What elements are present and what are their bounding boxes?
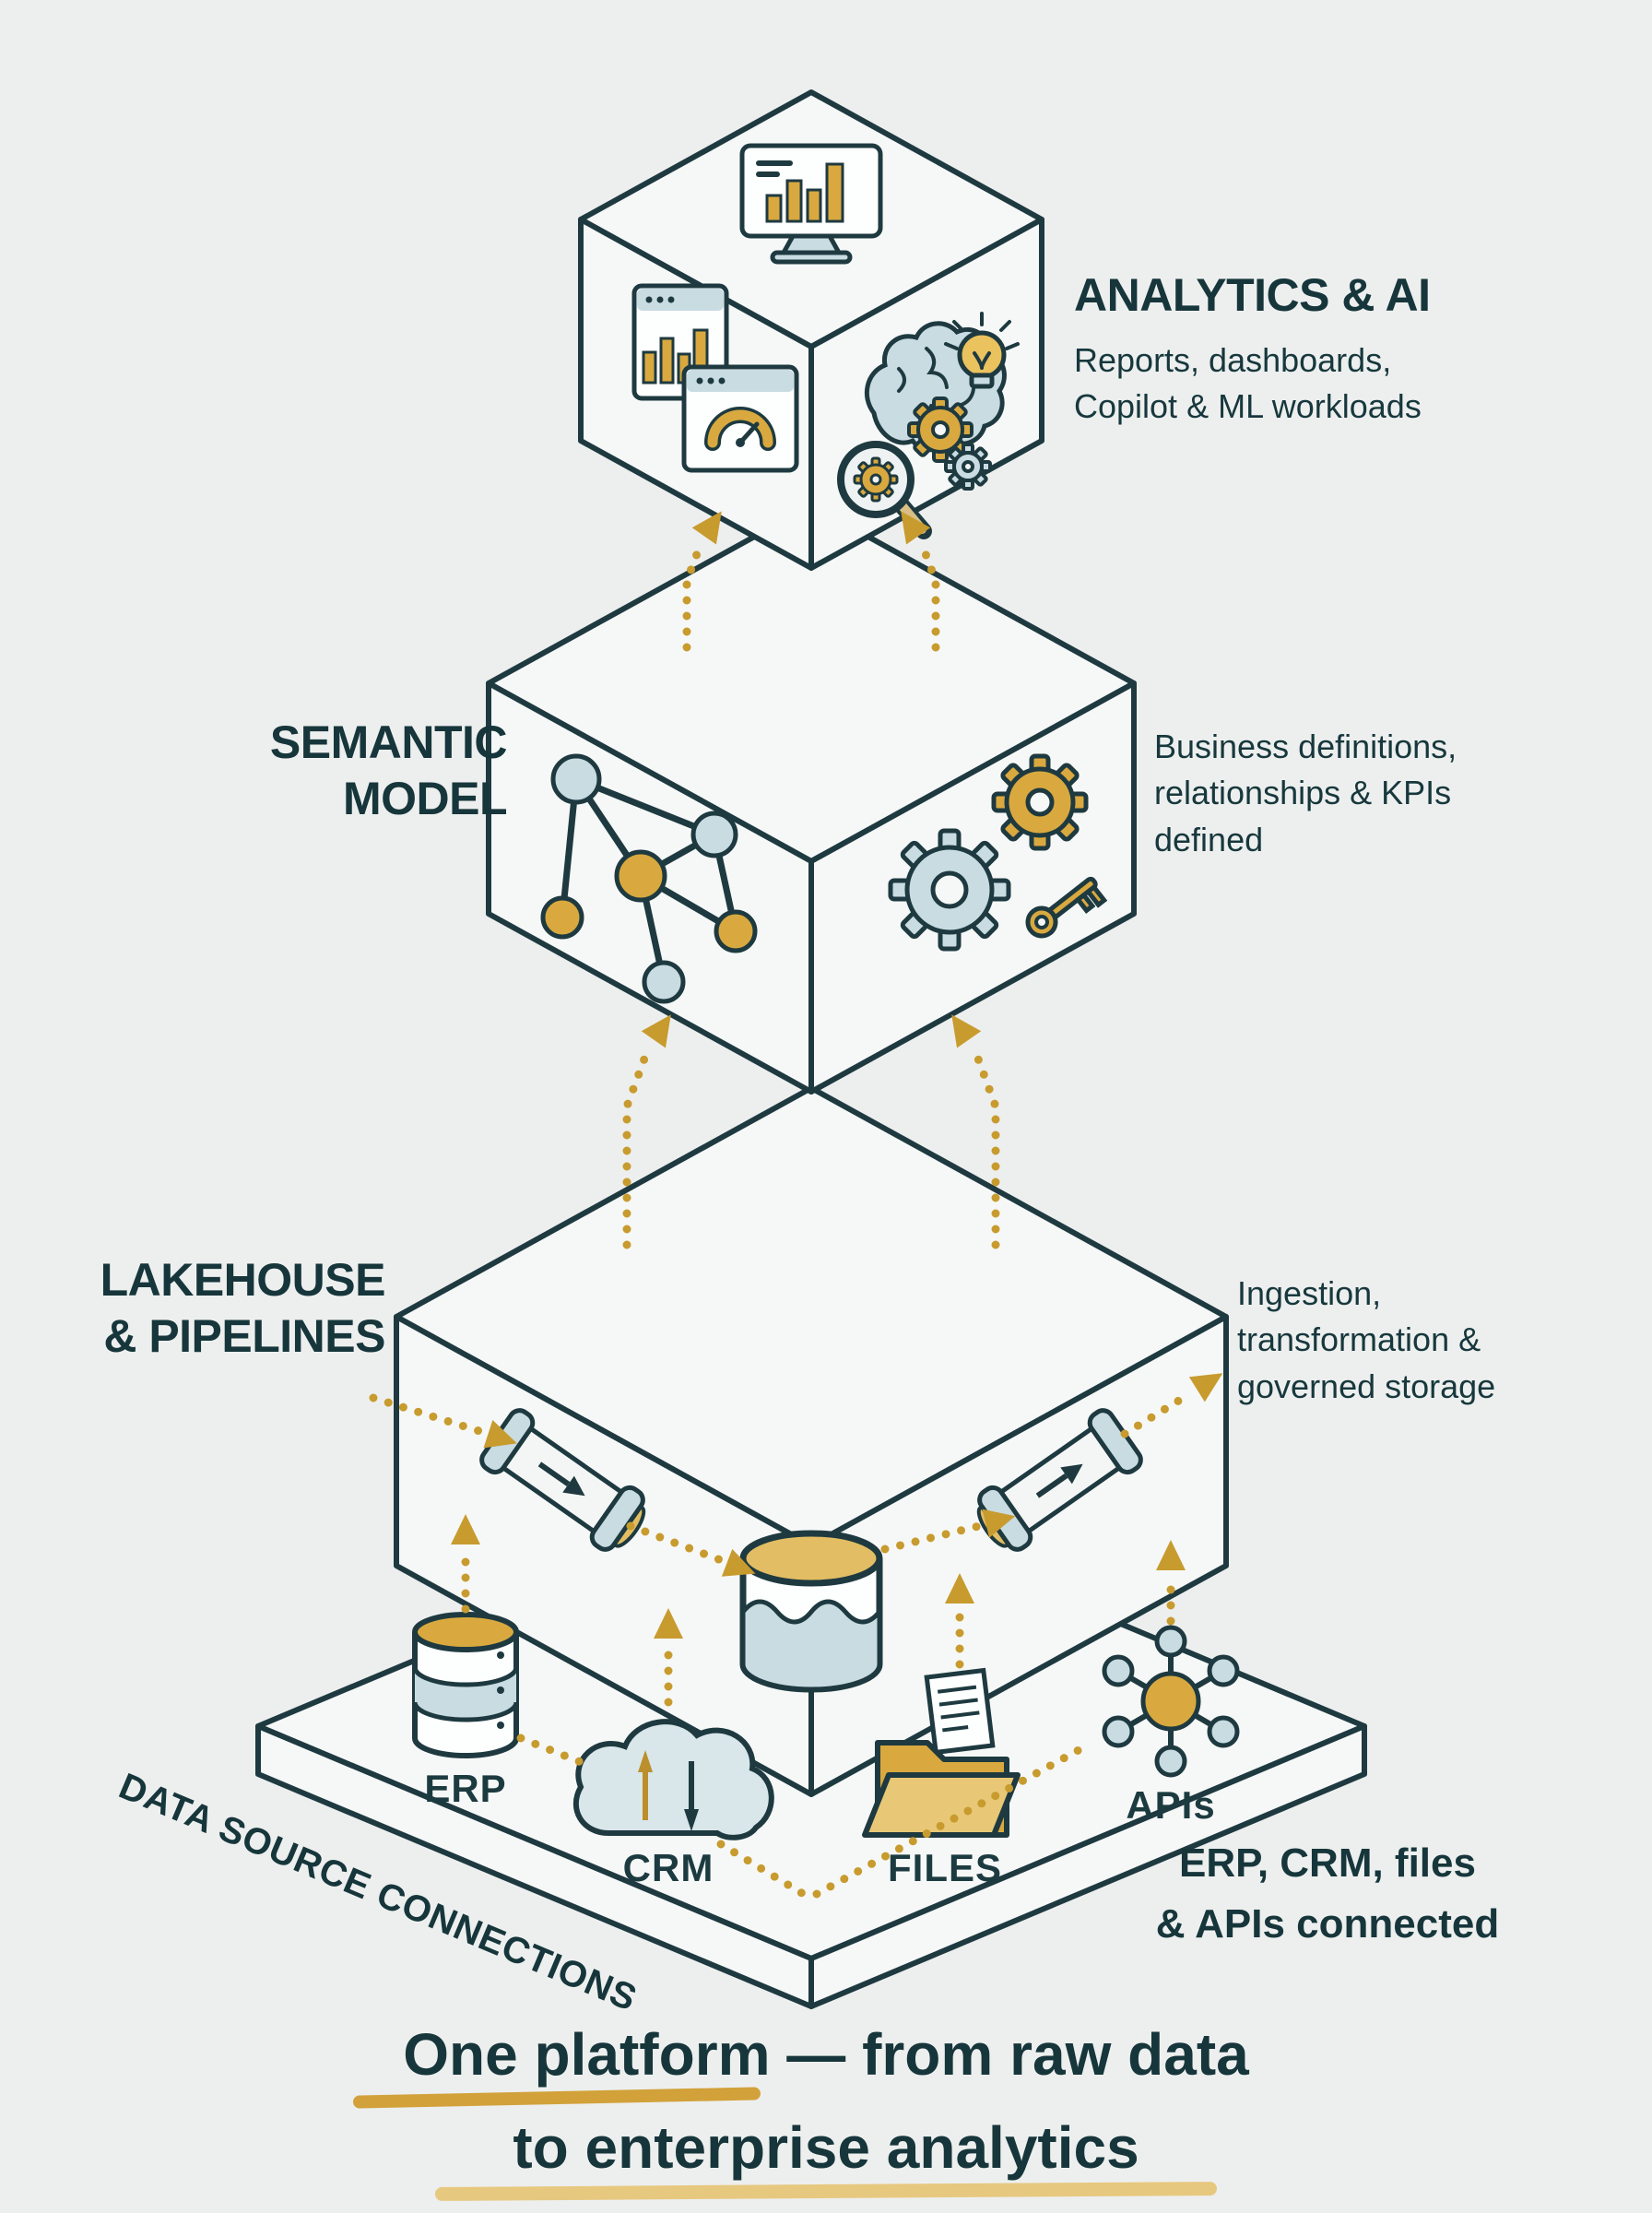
gears-icon: [888, 753, 1108, 952]
analytics-desc: Reports, dashboards, Copilot & ML worklo…: [1074, 337, 1422, 431]
lakehouse-desc-line-2: transformation &: [1237, 1320, 1481, 1359]
lakehouse-title-line-2: & PIPELINES: [103, 1310, 385, 1362]
caption: One platform — from raw data to enterpri…: [0, 2008, 1652, 2195]
caption-line-2: to enterprise analytics: [513, 2114, 1139, 2182]
flow-arrow-lakehouse-to-semantic-right: [971, 1047, 1000, 1249]
semantic-desc: Business definitions, relationships & KP…: [1154, 724, 1457, 863]
lakehouse-cylinder-icon: [739, 1530, 883, 1693]
flow-connector-center-apis: [812, 1746, 1083, 1899]
flow-arrow-semantic-to-analytics-right: [917, 539, 940, 652]
analytics-desc-line-1: Reports, dashboards,: [1074, 341, 1392, 379]
flow-connector-erp-crm: [516, 1734, 595, 1770]
network-graph-icon: [540, 753, 758, 1004]
flow-arrow-out-right-pipe: [1120, 1390, 1194, 1438]
lakehouse-desc-line-1: Ingestion,: [1237, 1274, 1382, 1312]
lightbulb-icon: [944, 312, 1020, 389]
flow-arrow-lakehouse-to-semantic-left: [622, 1047, 652, 1249]
erp-label: ERP: [424, 1767, 507, 1810]
monitor-chart-icon: [739, 143, 883, 265]
sources-desc-line-1: ERP, CRM, files: [1179, 1840, 1476, 1886]
flow-arrows: [369, 503, 1231, 1902]
flow-arrow-pipe-to-lakehouse: [626, 1521, 726, 1565]
sources-desc-line-2: & APIs connected: [1155, 1901, 1500, 1947]
sources-desc: ERP, CRM, files & APIs connected: [1051, 1833, 1604, 1955]
small-gold-gear: [907, 396, 974, 463]
lakehouse-title-line-1: LAKEHOUSE: [100, 1254, 386, 1306]
lakehouse-desc: Ingestion, transformation & governed sto…: [1237, 1271, 1495, 1410]
crm-cloud-icon: [573, 1719, 774, 1840]
semantic-desc-line-1: Business definitions,: [1154, 728, 1457, 765]
lens-gear: [853, 456, 899, 503]
flow-connector-crm-center: [716, 1840, 814, 1902]
semantic-title-line-1: SEMANTIC: [269, 716, 508, 768]
flow-arrow-into-left-pipe: [369, 1393, 484, 1436]
sources-cube-right-face: [808, 1723, 1367, 2009]
lakehouse-title: LAKEHOUSE & PIPELINES: [28, 1252, 386, 1365]
semantic-desc-line-2: relationships & KPIs: [1154, 774, 1452, 812]
semantic-title: SEMANTIC MODEL: [129, 715, 508, 827]
flow-arrow-lakehouse-to-pipe: [880, 1521, 984, 1554]
flow-arrow-semantic-to-analytics-left: [682, 539, 705, 652]
gold-gear: [991, 753, 1089, 851]
caption-line-1: One platform — from raw data: [403, 2021, 1249, 2088]
gauge-window-icon: [681, 364, 799, 473]
erp-database-icon: [412, 1612, 519, 1758]
key-icon: [1025, 876, 1108, 939]
analytics-desc-line-2: Copilot & ML workloads: [1074, 387, 1422, 426]
apis-label: APIs: [1126, 1783, 1216, 1827]
analytics-title: ANALYTICS & AI: [1074, 269, 1431, 321]
semantic-title-line-2: MODEL: [342, 773, 508, 824]
api-hub-icon: [1102, 1625, 1240, 1778]
blue-gear: [888, 828, 1011, 952]
files-folder-icon: [862, 1667, 1021, 1838]
magnifier-gears-icon: [837, 396, 992, 539]
small-blue-gear: [944, 443, 992, 491]
lakehouse-desc-line-3: governed storage: [1237, 1367, 1496, 1405]
files-label: FILES: [887, 1846, 1003, 1889]
semantic-desc-line-3: defined: [1154, 820, 1264, 858]
crm-label: CRM: [622, 1846, 714, 1889]
